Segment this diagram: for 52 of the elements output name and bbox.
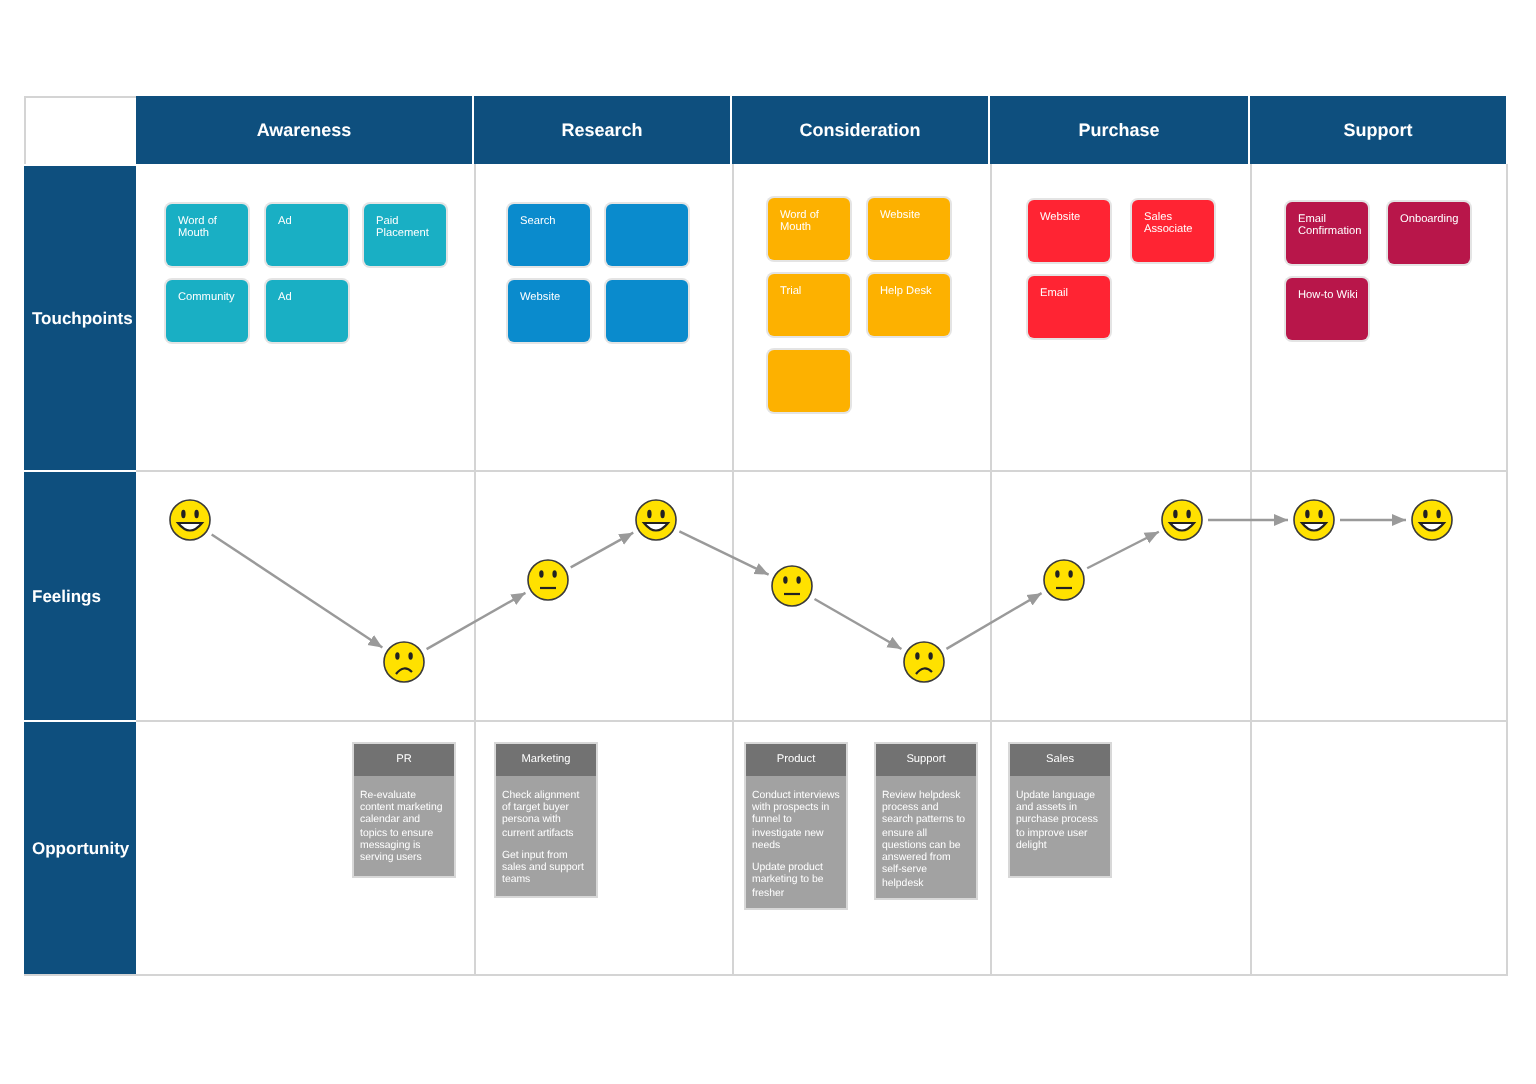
opportunity-card: [494, 742, 598, 898]
opportunity-card: [874, 742, 978, 900]
arrow: [813, 597, 903, 651]
touchpoint-card: [166, 204, 248, 266]
smiling-face-icon: [168, 498, 212, 542]
row-header: Feelings: [24, 470, 136, 720]
stage-header: Support: [1250, 96, 1508, 164]
touchpoint-card: [1286, 202, 1368, 264]
touchpoint-card: [868, 198, 950, 260]
touchpoint-card: [868, 274, 950, 336]
touchpoint-card: [768, 350, 850, 412]
stage-header: Consideration: [732, 96, 990, 164]
arrow: [945, 592, 1043, 650]
touchpoint-card: [266, 280, 348, 342]
touchpoint-card: [1028, 276, 1110, 338]
sad-face-icon: [902, 640, 946, 684]
neutral-face-icon: [1042, 558, 1086, 602]
touchpoint-card: [768, 274, 850, 336]
touchpoint-card: [768, 198, 850, 260]
touchpoint-card: [1132, 200, 1214, 262]
stage-header: Purchase: [990, 96, 1250, 164]
row-header: Opportunity: [24, 720, 136, 974]
smiling-face-icon: [634, 498, 678, 542]
touchpoint-card: [1286, 278, 1368, 340]
arrow: [1086, 530, 1160, 570]
touchpoint-card: [1028, 200, 1110, 262]
touchpoint-card: [508, 204, 590, 266]
smiling-face-icon: [1410, 498, 1454, 542]
touchpoint-card: [266, 204, 348, 266]
sad-face-icon: [382, 640, 426, 684]
opportunity-card: [744, 742, 848, 910]
arrow: [1340, 514, 1406, 526]
touchpoint-card: [508, 280, 590, 342]
arrow: [211, 533, 383, 649]
row-header: Touchpoints: [24, 164, 136, 470]
arrow: [1208, 514, 1288, 526]
neutral-face-icon: [526, 558, 570, 602]
neutral-face-icon: [770, 564, 814, 608]
touchpoint-card: [364, 204, 446, 266]
touchpoint-card: [606, 280, 688, 342]
arrow: [678, 530, 770, 576]
smiling-face-icon: [1160, 498, 1204, 542]
opportunity-card: [352, 742, 456, 878]
arrow: [426, 591, 526, 651]
opportunity-card: [1008, 742, 1112, 878]
stage-header: Research: [474, 96, 732, 164]
touchpoint-card: [606, 204, 688, 266]
arrow: [570, 531, 634, 569]
touchpoint-card: [1388, 202, 1470, 264]
touchpoint-card: [166, 280, 248, 342]
smiling-face-icon: [1292, 498, 1336, 542]
stage-header: Awareness: [136, 96, 474, 164]
